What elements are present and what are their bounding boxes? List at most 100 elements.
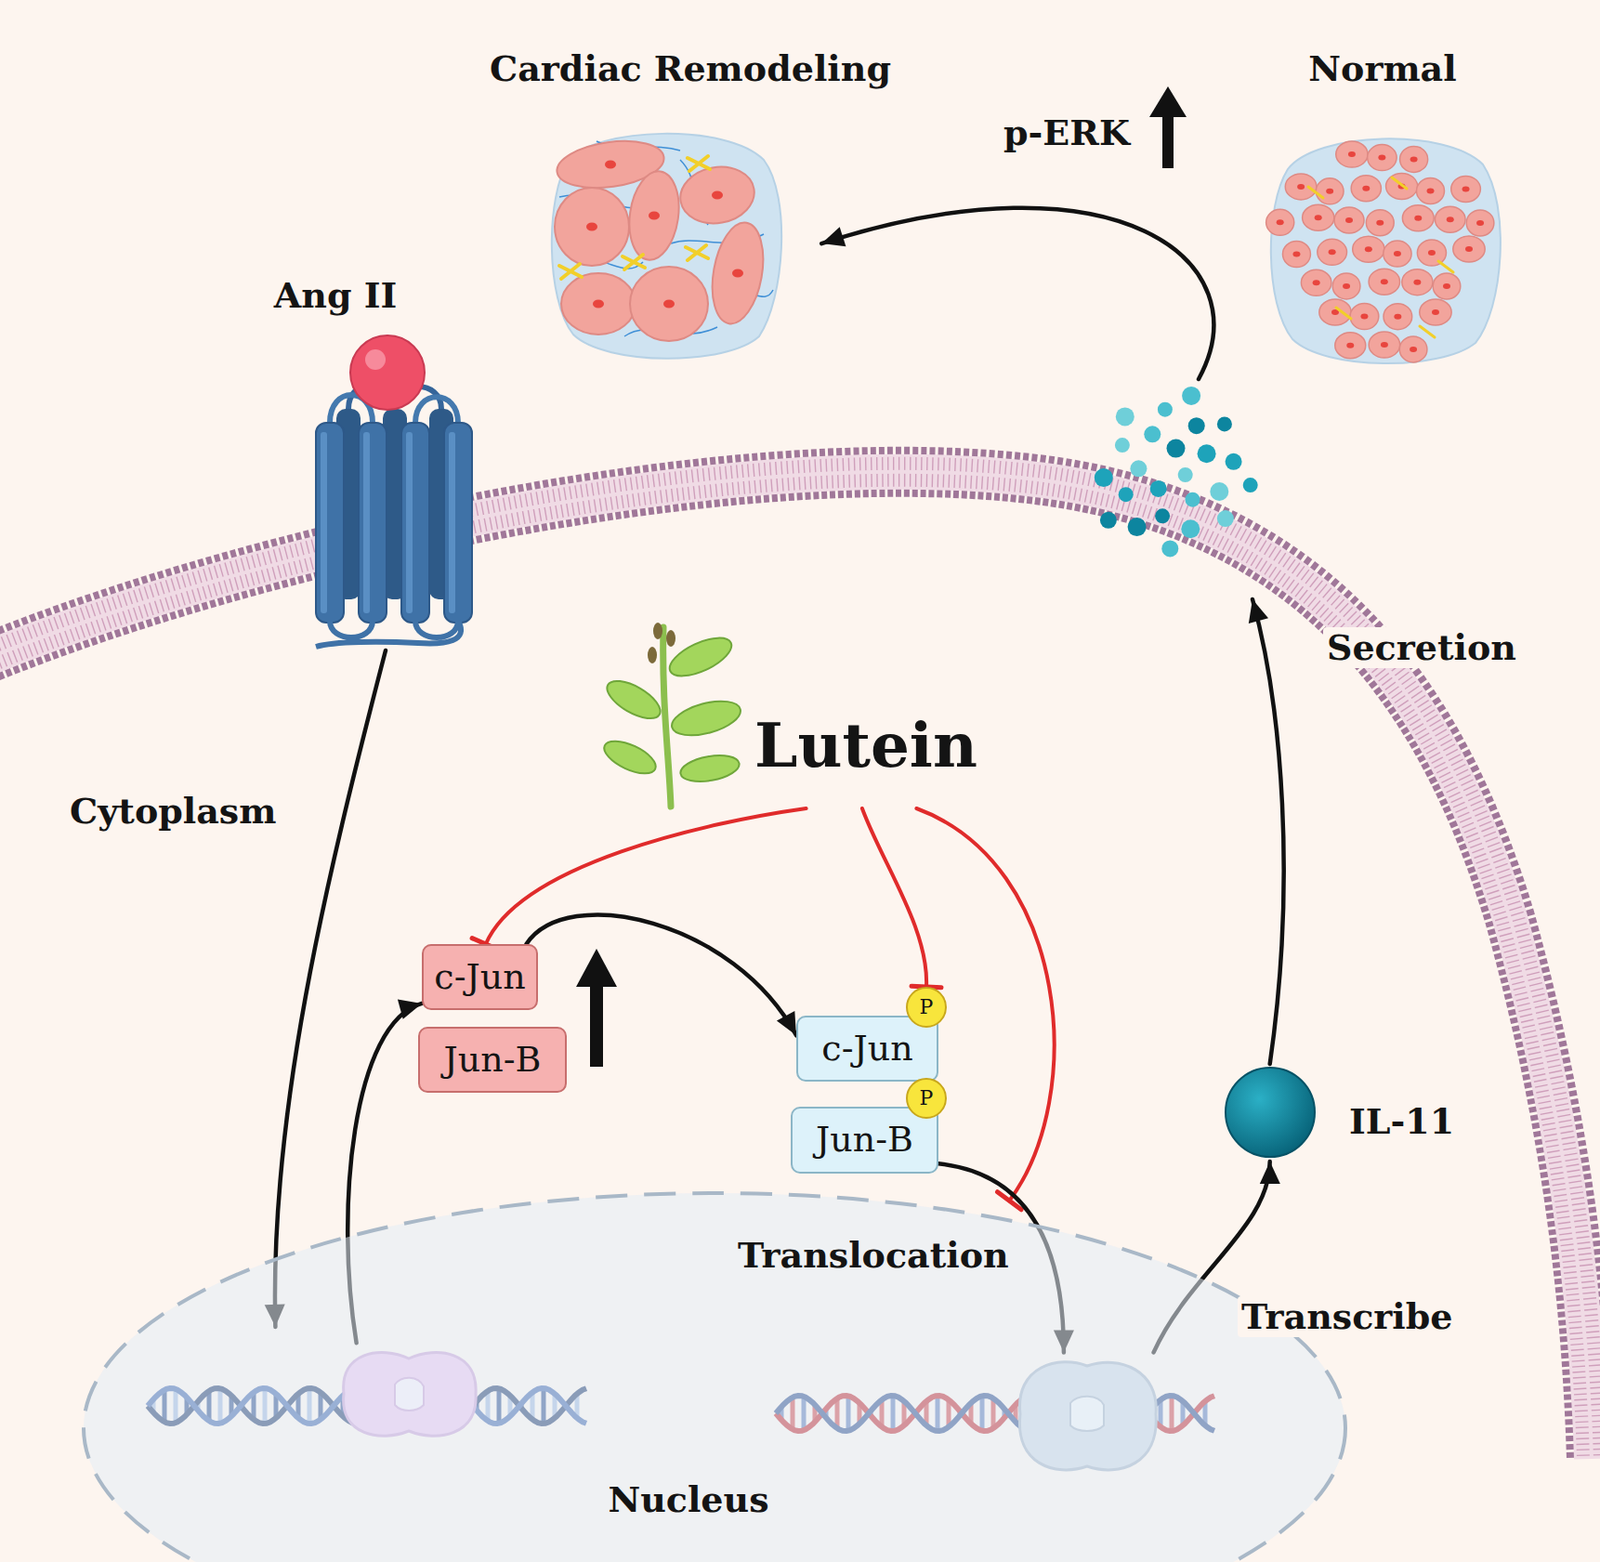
- receptor-highlight: [363, 432, 370, 614]
- cell-nucleus: [1413, 279, 1421, 286]
- inhibition-connector: [862, 808, 942, 988]
- ang2-ligand: [350, 335, 425, 410]
- cell-nucleus: [1360, 314, 1368, 320]
- fibroblast: [685, 245, 709, 261]
- cell-nucleus: [1314, 214, 1323, 221]
- cell-nucleus: [1364, 246, 1373, 252]
- fibroblast: [1438, 261, 1454, 273]
- cardiomyocyte: [1383, 240, 1412, 267]
- receptor-highlight: [406, 432, 413, 614]
- arrowhead: [1248, 599, 1269, 624]
- cell-nucleus: [1431, 309, 1440, 315]
- cardiomyocyte: [1367, 144, 1398, 171]
- cell-nucleus: [1297, 183, 1305, 190]
- node-lutein: Lutein: [585, 617, 995, 809]
- cell-nucleus: [1276, 219, 1285, 225]
- fibroblast: [1336, 307, 1351, 319]
- arrowhead: [397, 999, 422, 1020]
- il11-dot: [1185, 492, 1201, 508]
- cardiomyocyte: [1368, 331, 1401, 358]
- cell-nucleus: [1292, 251, 1300, 258]
- edge-label: Secretion: [1323, 627, 1521, 669]
- il11-dot: [1225, 453, 1243, 471]
- node-box: c-JunP: [796, 1015, 939, 1082]
- plant-leaf: [668, 695, 745, 743]
- il11-dot: [1197, 444, 1217, 463]
- il11-dot: [1217, 416, 1233, 432]
- protein-name: c-Jun: [433, 957, 525, 998]
- cardiomyocyte: [1434, 206, 1466, 233]
- arrow-connector: [821, 208, 1284, 1064]
- cardiomyocyte: [629, 266, 709, 341]
- cell-nucleus: [1362, 185, 1370, 192]
- cell-nucleus: [1312, 279, 1321, 286]
- arrowhead: [776, 1010, 797, 1036]
- cell-nucleus: [711, 191, 723, 200]
- illustration-part: [576, 948, 617, 987]
- receptor-tail: [315, 620, 461, 647]
- cardiomyocyte: [1383, 303, 1413, 330]
- secreted-il11: [1094, 386, 1259, 558]
- cardiomyocyte: [1416, 177, 1445, 204]
- tissue-illustration: [540, 122, 787, 368]
- phospho-mark: P: [919, 1088, 934, 1109]
- il11-dot: [1157, 402, 1173, 418]
- arrowhead: [821, 226, 846, 247]
- cell-nucleus: [1346, 342, 1354, 349]
- cell-nucleus: [1446, 216, 1455, 223]
- node-tissue: Normal: [1243, 37, 1522, 372]
- node-nucleus: Nucleus: [81, 1191, 1348, 1562]
- cardiomyocyte: [624, 168, 685, 263]
- node-receptor: Ang II: [278, 269, 493, 651]
- cell-nucleus: [1345, 217, 1353, 223]
- cardiomyocyte: [1352, 236, 1385, 263]
- increase-arrow: [576, 86, 1187, 1067]
- cardiomyocyte: [561, 273, 636, 335]
- fibroblast: [1419, 326, 1435, 338]
- il11-dot: [1180, 519, 1200, 538]
- cardiomyocyte: [1319, 299, 1351, 326]
- cardiomyocyte: [1335, 332, 1366, 359]
- il11-dot: [1143, 425, 1161, 443]
- fibroblast: [622, 254, 645, 270]
- cell-nucleus: [1380, 278, 1389, 285]
- node-p: P: [905, 986, 947, 1028]
- il11-dot: [1118, 486, 1134, 502]
- cell-nucleus: [1325, 188, 1334, 195]
- il11-dot: [1209, 482, 1229, 501]
- inhibition-connector: [472, 808, 807, 950]
- cardiomyocyte: [1302, 204, 1335, 231]
- node-box: c-Jun: [421, 944, 538, 1010]
- cardiomyocyte: [1402, 205, 1434, 232]
- cell-nucleus: [1465, 246, 1473, 252]
- node-il: IL-11: [1219, 1063, 1487, 1162]
- plant-illustration: [596, 617, 755, 809]
- il11-dot: [1150, 480, 1168, 498]
- cardiomyocyte: [1350, 303, 1379, 330]
- cardiomyocyte: [1365, 209, 1394, 237]
- tissue-illustration: [1259, 127, 1506, 372]
- receptor-highlight: [448, 432, 456, 614]
- cytokine-label: IL-11: [1349, 1101, 1455, 1142]
- il11-dot: [1243, 477, 1259, 493]
- il11-sphere: [1219, 1063, 1322, 1162]
- cell-nucleus: [1328, 249, 1337, 255]
- cardiomyocyte: [1317, 238, 1348, 265]
- cardiomyocyte: [1466, 209, 1495, 237]
- cardiomyocyte: [1451, 175, 1482, 202]
- fibroblast: [1308, 186, 1324, 198]
- annotation-label: p-ERK: [1003, 112, 1130, 154]
- cell-nucleus: [663, 300, 675, 309]
- il11-dot: [1188, 417, 1206, 434]
- il11-dot: [1114, 437, 1130, 453]
- cardiomyocyte: [1332, 273, 1361, 300]
- receptor-helix: [358, 422, 387, 623]
- illustration-part: [1149, 86, 1187, 118]
- tissue-title: Normal: [1243, 37, 1522, 90]
- compartment-label: Nucleus: [55, 1479, 1322, 1521]
- cardiomyocyte: [1285, 173, 1317, 200]
- il11-dot: [1178, 467, 1194, 483]
- cell-nucleus: [1393, 250, 1402, 257]
- receptor-helix: [401, 422, 430, 623]
